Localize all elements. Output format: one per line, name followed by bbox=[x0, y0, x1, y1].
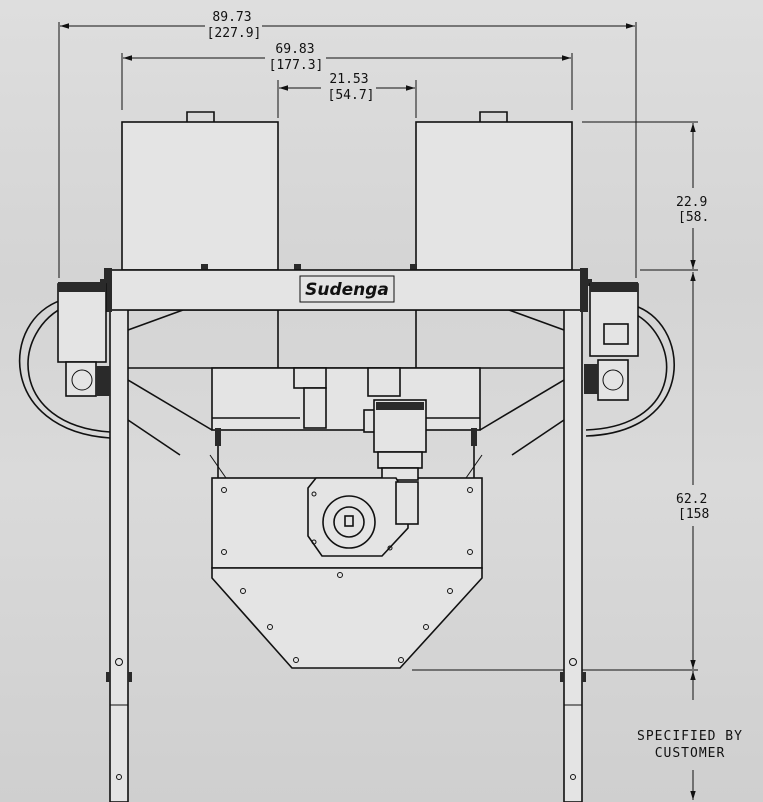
note-specified-by: SPECIFIED BY bbox=[637, 729, 743, 744]
dimension-overall-width: 89.73 [227.9] bbox=[58, 10, 637, 278]
dimension-leg-specified: SPECIFIED BY CUSTOMER bbox=[637, 671, 743, 800]
brand-logo: Sudenga bbox=[305, 280, 389, 300]
dim-gap-inch: 21.53 bbox=[329, 72, 368, 87]
dim-hopper-mm: [58. bbox=[678, 210, 709, 225]
dim-hopper-inch: 22.9 bbox=[676, 195, 707, 210]
dim-overall-mm: [227.9] bbox=[207, 26, 262, 41]
dim-inner-inch: 69.83 bbox=[275, 42, 314, 57]
dimension-inner-width: 69.83 [177.3] bbox=[121, 42, 573, 110]
top-beam: Sudenga bbox=[100, 268, 592, 312]
dim-overall-inch: 89.73 bbox=[212, 10, 251, 25]
discharge-chute bbox=[211, 567, 483, 669]
dim-gap-mm: [54.7] bbox=[328, 88, 375, 103]
center-gear-motor bbox=[307, 399, 427, 557]
dim-frame-mm: [158 bbox=[678, 507, 709, 522]
right-motor bbox=[584, 282, 675, 437]
center-housing bbox=[211, 367, 481, 431]
dim-frame-inch: 62.2 bbox=[676, 492, 707, 507]
dimension-center-gap: 21.53 [54.7] bbox=[277, 72, 417, 118]
left-motor bbox=[18, 282, 111, 439]
dimension-frame-height: 62.2 [158 bbox=[412, 272, 709, 671]
right-leg bbox=[560, 307, 586, 802]
right-hopper bbox=[294, 111, 573, 271]
dim-inner-mm: [177.3] bbox=[269, 58, 324, 73]
left-hopper bbox=[121, 111, 279, 271]
dimension-hopper-height: 22.9 [58. bbox=[582, 121, 709, 271]
note-customer: CUSTOMER bbox=[655, 746, 726, 761]
